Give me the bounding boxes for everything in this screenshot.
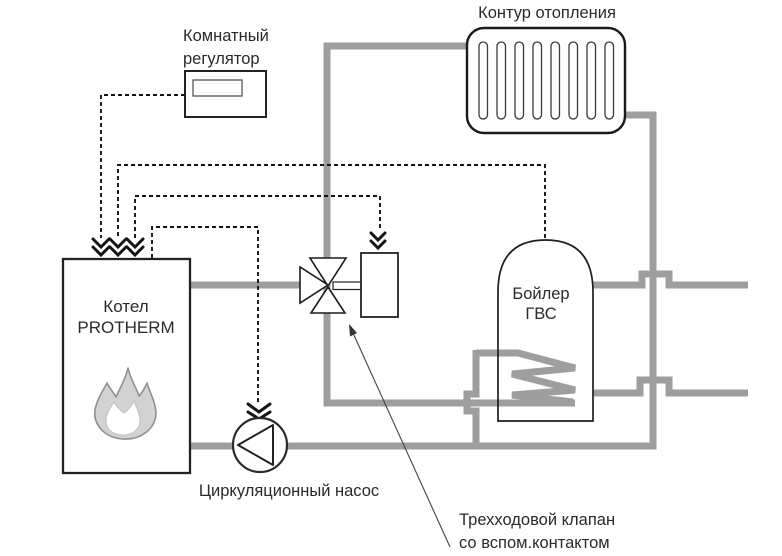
room-regulator-line2: регулятор (183, 49, 260, 68)
chevron-down-arrow-icon (369, 231, 387, 251)
chevron-down-arrow-icon (108, 237, 128, 258)
wire-boiler-to-pump (151, 226, 259, 402)
wire-boiler-to-valve-actuator (134, 195, 381, 238)
pipe-coil-return (463, 350, 480, 448)
dhw-tank-label: Бойлер ГВС (512, 284, 569, 324)
pump-icon (231, 416, 289, 474)
pipe-return-main (188, 111, 657, 450)
boiler-box (61, 257, 192, 475)
three-way-valve-label: Трехходовой клапан со вспом.контактом (459, 509, 615, 554)
flame-icon (94, 367, 157, 440)
control-wires (100, 94, 546, 402)
dhw-line2: ГВС (525, 305, 557, 323)
pipe-dhw-bottom (593, 376, 748, 397)
valve-stem (332, 281, 362, 291)
leader-arrowhead-icon (349, 324, 357, 337)
boiler-line1: Котел (103, 297, 149, 316)
dhw-line1: Бойлер (512, 285, 570, 303)
pipe-valve-riser-and-coil-supply (323, 42, 575, 407)
chevron-down-arrow-icon (125, 237, 145, 258)
pump-label: Циркуляционный насос (199, 480, 379, 502)
wire-arrowheads (91, 231, 387, 421)
coil-icon (476, 349, 576, 406)
chevron-down-arrow-icon (91, 237, 111, 258)
room-regulator-label: Комнатный регулятор (183, 25, 269, 70)
thermostat-display (192, 79, 243, 97)
boiler-line2: PROTHERM (77, 317, 175, 337)
pipe-dhw-top (593, 270, 748, 289)
valve-line1: Трехходовой клапан (459, 511, 616, 529)
pump-text: Циркуляционный насос (198, 482, 380, 500)
heating-circuit-label: Контур отопления (478, 2, 616, 24)
dhw-tank-icon (497, 239, 594, 422)
valve-actuator-icon (360, 252, 399, 318)
boiler-label: Котел PROTHERM (77, 297, 174, 338)
radiator-icon (465, 26, 627, 135)
room-thermostat-icon (184, 70, 267, 118)
pipes-over-tank (323, 42, 576, 448)
annotation-leader (349, 324, 451, 548)
room-regulator-line1: Комнатный (183, 27, 269, 45)
heating-circuit-text: Контур отопления (478, 4, 616, 22)
wire-regulator-to-boiler (100, 94, 185, 238)
three-way-valve-icon (299, 257, 348, 314)
valve-line2: со вспом.контактом (459, 533, 610, 552)
wire-tank-sensor-to-boiler (117, 164, 546, 238)
chevron-down-arrow-icon (246, 402, 272, 421)
